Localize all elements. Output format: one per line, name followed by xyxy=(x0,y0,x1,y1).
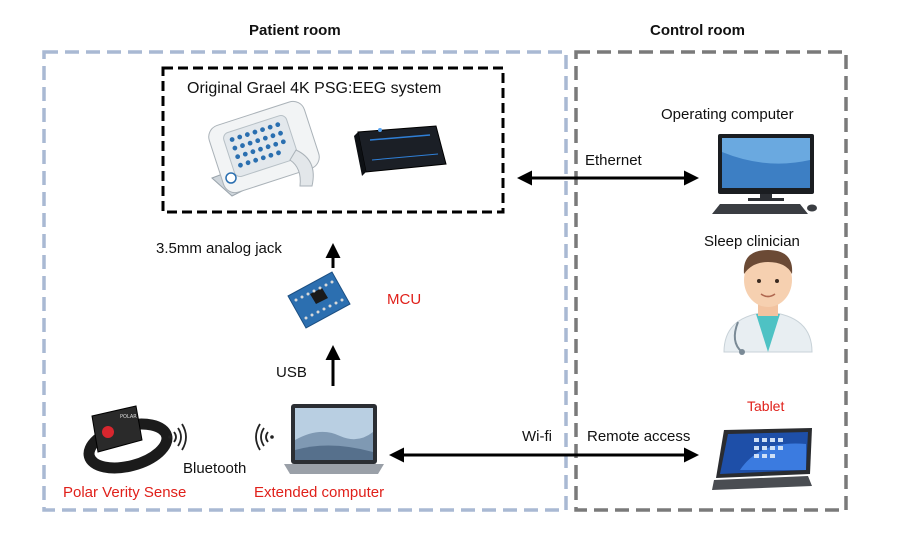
tablet-icon xyxy=(712,428,812,490)
operating-computer-label: Operating computer xyxy=(661,106,794,123)
polar-wristband-icon: POLAR xyxy=(83,405,173,474)
sleep-clinician-label: Sleep clinician xyxy=(704,233,800,250)
bluetooth-signal-right-icon xyxy=(168,423,187,451)
control-room-border xyxy=(574,50,848,512)
psg-system-title: Original Grael 4K PSG:EEG system xyxy=(187,80,442,97)
analog-jack-label: 3.5mm analog jack xyxy=(156,240,282,257)
extended-computer-label: Extended computer xyxy=(254,484,385,501)
tablet-label: Tablet xyxy=(747,398,785,414)
svg-text:POLAR: POLAR xyxy=(120,414,137,420)
sleep-clinician-icon xyxy=(723,250,813,355)
remote-access-label: Remote access xyxy=(587,428,691,445)
eeg-amplifier-icon xyxy=(208,100,320,197)
bluetooth-signal-left-icon xyxy=(255,423,274,451)
psg-system-box xyxy=(161,66,505,214)
control-room-title: Control room xyxy=(650,22,745,39)
usb-label: USB xyxy=(276,364,307,381)
wifi-label: Wi-fi xyxy=(522,428,552,445)
patient-room-title: Patient room xyxy=(249,22,341,39)
mcu-board-icon xyxy=(287,271,351,329)
ethernet-label: Ethernet xyxy=(585,152,642,169)
laptop-icon xyxy=(284,404,384,474)
polar-label: Polar Verity Sense xyxy=(63,484,187,501)
base-station-icon xyxy=(354,125,447,176)
patient-room-border xyxy=(42,50,568,512)
bluetooth-label: Bluetooth xyxy=(183,460,247,477)
mcu-label: MCU xyxy=(387,291,422,308)
operating-computer-icon xyxy=(712,134,817,214)
